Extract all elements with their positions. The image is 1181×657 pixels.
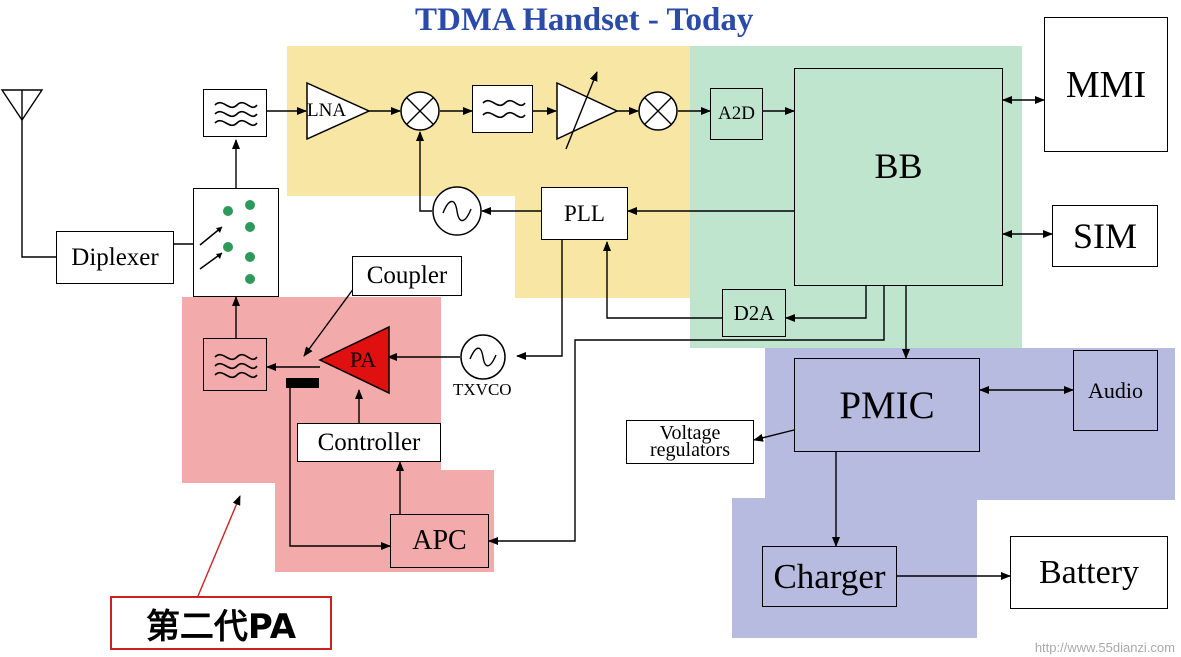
switch-icon: [199, 200, 255, 284]
annotation-label: 第二代PA: [145, 606, 297, 647]
coupler-label: Coupler: [366, 262, 448, 289]
mmi-block: MMI: [1044, 17, 1168, 152]
pll-label: PLL: [564, 200, 605, 226]
a2d-block: A2D: [710, 88, 763, 140]
sim-block: SIM: [1052, 205, 1158, 267]
audio-block: Audio: [1073, 350, 1158, 431]
annotation-box: 第二代PA: [110, 596, 332, 650]
voltage-regulators-block: Voltage regulators: [626, 420, 754, 464]
diplexer-block: Diplexer: [56, 231, 174, 284]
apc-block: APC: [390, 514, 489, 568]
voltage-regulators-label-line1: Voltage: [659, 422, 721, 444]
bb-block: BB: [794, 68, 1003, 286]
d2a-block: D2A: [722, 289, 786, 337]
controller-label: Controller: [317, 428, 421, 456]
d2a-label: D2A: [733, 300, 775, 325]
antenna-switch: [193, 188, 279, 297]
charger-block: Charger: [762, 546, 897, 607]
pmic-label: PMIC: [839, 383, 935, 427]
controller-block: Controller: [297, 423, 441, 462]
battery-label: Battery: [1038, 553, 1140, 591]
mmi-label: MMI: [1065, 63, 1147, 106]
pll-block: PLL: [541, 187, 628, 240]
charger-label: Charger: [773, 556, 886, 596]
audio-label: Audio: [1088, 377, 1143, 403]
coupler-block: Coupler: [352, 256, 462, 296]
sim-label: SIM: [1072, 216, 1138, 256]
rx-filter: [203, 89, 267, 137]
pmic-block: PMIC: [794, 358, 980, 452]
tx-filter: [203, 338, 267, 391]
diplexer-label: Diplexer: [71, 243, 159, 271]
if-filter: [472, 85, 533, 133]
battery-block: Battery: [1010, 536, 1168, 609]
lna-label: LNA: [307, 100, 347, 121]
a2d-label: A2D: [718, 103, 755, 124]
voltage-regulators-label-line2: regulators: [650, 439, 730, 461]
watermark: http://www.55dianzi.com: [1034, 640, 1175, 655]
diagram-title: TDMA Handset - Today: [415, 2, 754, 38]
txvco-label: TXVCO: [453, 380, 512, 399]
bandpass-filter-icon: [481, 99, 526, 119]
bandpass-filter-icon: [214, 353, 258, 378]
bandpass-filter-icon: [214, 101, 258, 127]
bb-label: BB: [874, 146, 923, 186]
pa-label: PA: [350, 347, 377, 372]
apc-label: APC: [412, 525, 467, 556]
